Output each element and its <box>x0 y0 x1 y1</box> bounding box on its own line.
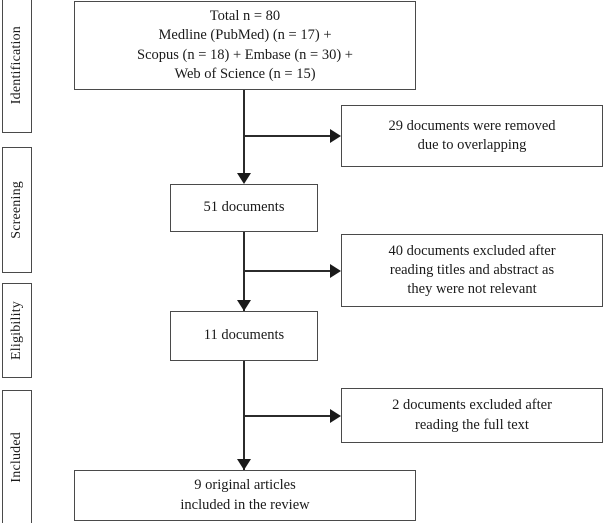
stage-label-eligibility-text: Eligibility <box>9 301 24 360</box>
node-removed-overlapping-text: 29 documents were removed due to overlap… <box>388 117 556 153</box>
stage-label-identification: Identification <box>2 0 32 133</box>
connector-branch-removed-overlapping <box>243 135 333 137</box>
stage-label-screening: Screening <box>2 147 32 273</box>
node-records-identified-text: Total n = 80 Medline (PubMed) (n = 17) +… <box>137 8 353 82</box>
node-excluded-full-text: 2 documents excluded after reading the f… <box>341 388 603 443</box>
arrow-into-removed-overlapping <box>330 129 341 143</box>
connector-trunk-screening <box>243 232 245 312</box>
connector-branch-excluded-full-text <box>243 415 333 417</box>
node-records-identified: Total n = 80 Medline (PubMed) (n = 17) +… <box>74 1 416 90</box>
connector-branch-excluded-not-relevant <box>243 270 333 272</box>
node-removed-overlapping: 29 documents were removed due to overlap… <box>341 105 603 167</box>
arrow-into-excluded-full-text <box>330 409 341 423</box>
stage-label-included-text: Included <box>9 432 24 483</box>
arrow-into-51-documents <box>237 173 251 184</box>
stage-label-identification-text: Identification <box>9 26 24 105</box>
node-excluded-not-relevant-text: 40 documents excluded after reading titl… <box>388 242 556 298</box>
arrow-into-excluded-not-relevant <box>330 264 341 278</box>
stage-label-included: Included <box>2 390 32 523</box>
node-records-after-title-abstract-text: 11 documents <box>203 327 285 344</box>
stage-label-screening-text: Screening <box>9 181 24 239</box>
arrow-into-included-studies <box>237 459 251 470</box>
node-studies-included-text: 9 original articles included in the revi… <box>180 477 310 513</box>
stage-label-eligibility: Eligibility <box>2 283 32 378</box>
node-records-after-duplicates: 51 documents <box>170 184 318 232</box>
connector-trunk-identification <box>243 90 245 175</box>
arrow-into-11-documents <box>237 300 251 311</box>
node-studies-included: 9 original articles included in the revi… <box>74 470 416 521</box>
node-excluded-not-relevant: 40 documents excluded after reading titl… <box>341 234 603 307</box>
node-records-after-duplicates-text: 51 documents <box>203 199 285 216</box>
node-records-after-title-abstract: 11 documents <box>170 311 318 361</box>
node-excluded-full-text-text: 2 documents excluded after reading the f… <box>392 397 552 433</box>
